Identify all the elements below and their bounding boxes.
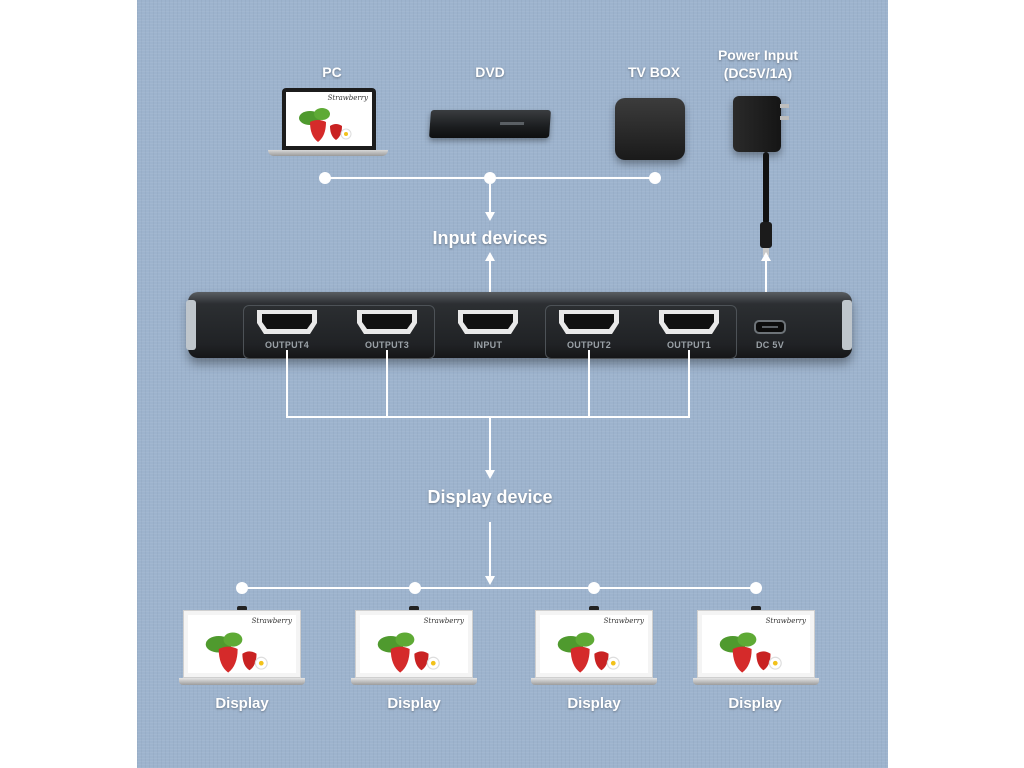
port-label-output3: OUTPUT3 bbox=[364, 340, 410, 350]
hdmi-port-input bbox=[457, 309, 519, 335]
output3-down-line bbox=[386, 350, 388, 418]
tvbox-connection-dot bbox=[649, 172, 661, 184]
screen-brand: Strawberry bbox=[603, 617, 644, 625]
adapter-prong bbox=[780, 104, 789, 108]
laptop-base bbox=[268, 150, 388, 156]
tv-box-image bbox=[615, 98, 685, 160]
dvd-label: DVD bbox=[475, 64, 505, 80]
display-monitor-3: Strawberry bbox=[531, 606, 657, 685]
display-label-2: Display bbox=[387, 695, 441, 712]
display-arrow-down bbox=[485, 576, 495, 585]
display-label-3: Display bbox=[567, 695, 621, 712]
dvd-player-image bbox=[429, 110, 551, 138]
dvd-connection-dot bbox=[484, 172, 496, 184]
port-label-dc: DC 5V bbox=[755, 340, 784, 350]
power-cable bbox=[763, 152, 769, 224]
output4-down-line bbox=[286, 350, 288, 418]
hdmi-port-output2 bbox=[558, 309, 620, 335]
power-spec-label: (DC5V/1A) bbox=[723, 65, 793, 81]
power-arrow-up bbox=[761, 252, 771, 261]
port-label-output2: OUTPUT2 bbox=[566, 340, 612, 350]
display-monitor-4: Strawberry bbox=[693, 606, 819, 685]
hdmi-port-output1 bbox=[658, 309, 720, 335]
display-label-1: Display bbox=[215, 695, 269, 712]
display-label-4: Display bbox=[728, 695, 782, 712]
laptop-image: Strawberry bbox=[282, 88, 376, 150]
display1-connection-dot bbox=[236, 582, 248, 594]
input-arrow-down bbox=[485, 212, 495, 221]
output1-down-line bbox=[688, 350, 690, 418]
output-group-right bbox=[545, 305, 737, 359]
output2-down-line bbox=[588, 350, 590, 418]
output-arrow-down bbox=[485, 470, 495, 479]
input-to-port-line bbox=[489, 260, 491, 300]
port-label-output1: OUTPUT1 bbox=[666, 340, 712, 350]
output-to-label-line bbox=[489, 418, 491, 472]
input-down-line bbox=[489, 184, 491, 214]
power-input-label: Power Input bbox=[717, 47, 799, 63]
splitter-edge-right bbox=[842, 300, 852, 350]
power-to-port-line bbox=[765, 260, 767, 300]
display2-connection-dot bbox=[409, 582, 421, 594]
hdmi-port-output4 bbox=[256, 309, 318, 335]
hdmi-port-output3 bbox=[356, 309, 418, 335]
screen-brand: Strawberry bbox=[423, 617, 464, 625]
display-monitor-2: Strawberry bbox=[351, 606, 477, 685]
power-adapter-image bbox=[733, 96, 781, 152]
screen-brand: Strawberry bbox=[327, 94, 368, 102]
output-group-left bbox=[243, 305, 435, 359]
pc-label: PC bbox=[322, 64, 342, 80]
power-plug bbox=[760, 222, 772, 256]
display3-connection-dot bbox=[588, 582, 600, 594]
port-label-input: INPUT bbox=[473, 340, 503, 350]
port-label-output4: OUTPUT4 bbox=[264, 340, 310, 350]
output-bus-line bbox=[286, 416, 690, 418]
display4-connection-dot bbox=[750, 582, 762, 594]
pc-connection-dot bbox=[319, 172, 331, 184]
input-devices-label: Input devices bbox=[432, 228, 548, 248]
dc-power-port bbox=[754, 320, 786, 334]
display-trunk-line bbox=[489, 522, 491, 578]
adapter-prong bbox=[780, 116, 789, 120]
display-bus-line bbox=[242, 587, 756, 589]
display-monitor-1: Strawberry bbox=[179, 606, 305, 685]
input-arrow-up bbox=[485, 252, 495, 261]
screen-brand: Strawberry bbox=[251, 617, 292, 625]
screen-brand: Strawberry bbox=[765, 617, 806, 625]
splitter-edge-left bbox=[186, 300, 196, 350]
tvbox-label: TV BOX bbox=[627, 64, 681, 80]
display-device-label: Display device bbox=[427, 487, 553, 507]
